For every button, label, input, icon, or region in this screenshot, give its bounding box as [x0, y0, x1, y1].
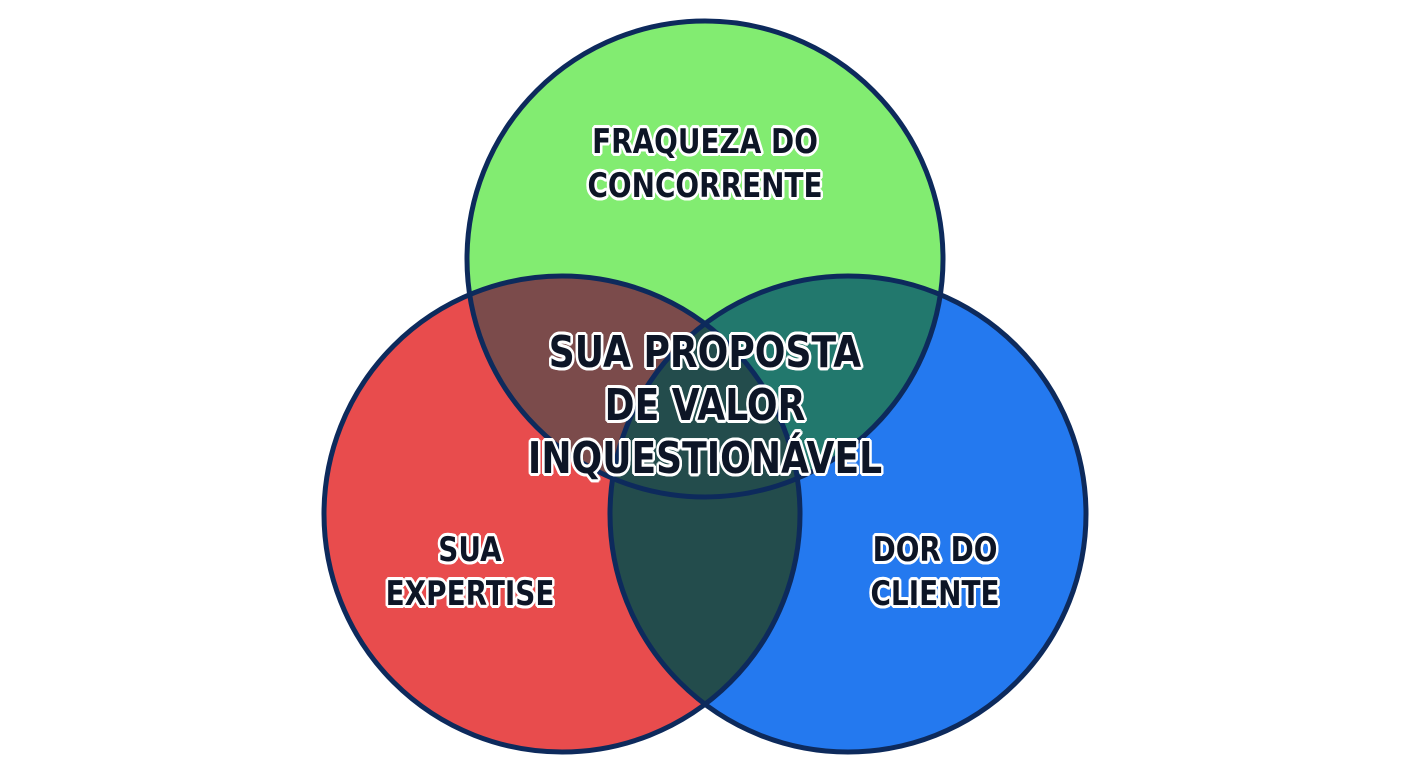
label-line: DOR DO [872, 530, 998, 570]
label-line: DE VALOR [604, 380, 806, 431]
label-line: FRAQUEZA DO [592, 122, 818, 162]
label-line: INQUESTIONÁVEL [527, 433, 883, 484]
outline-left [321, 273, 803, 755]
outline-right [607, 273, 1089, 755]
label-your-expertise: SUA EXPERTISE [347, 528, 593, 616]
label-line: SUA PROPOSTA [548, 327, 862, 378]
label-line: CLIENTE [870, 574, 1000, 614]
label-line: SUA [438, 530, 502, 570]
label-value-proposition: SUA PROPOSTA DE VALOR INQUESTIONÁVEL [500, 326, 910, 485]
label-competitor-weakness: FRAQUEZA DO CONCORRENTE [541, 120, 869, 208]
label-line: CONCORRENTE [587, 166, 823, 206]
overlap-center [610, 276, 800, 497]
label-line: EXPERTISE [385, 574, 555, 614]
outline-top [464, 18, 946, 500]
label-customer-pain: DOR DO CLIENTE [812, 528, 1058, 616]
